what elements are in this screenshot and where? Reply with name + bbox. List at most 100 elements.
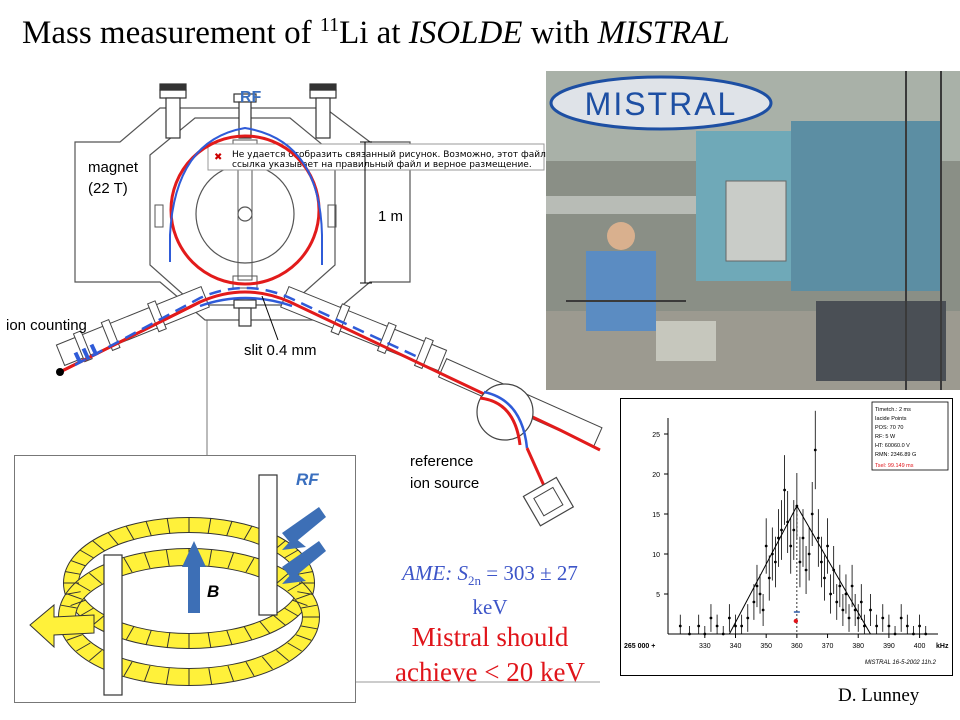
coil-segment: [261, 656, 273, 670]
rf-coil-inset: RF B: [14, 455, 356, 703]
data-point: [767, 576, 771, 580]
coil-segment: [92, 540, 106, 552]
ion-source-label: ion source: [410, 475, 479, 492]
coil-segment: [145, 629, 152, 646]
data-point: [789, 544, 793, 548]
centroid-marker: [793, 618, 799, 624]
data-point: [727, 616, 731, 620]
coil-segment: [301, 604, 318, 609]
info-line: Timetch.: 2 ms: [875, 407, 911, 413]
data-point: [823, 576, 826, 580]
coil-segment: [292, 599, 308, 607]
data-point: [875, 624, 879, 628]
data-point: [912, 632, 915, 636]
coil-segment: [166, 517, 171, 534]
coil-segment: [66, 634, 83, 641]
coil-segment: [227, 665, 234, 682]
data-point: [899, 616, 903, 620]
coil-segment: [208, 549, 213, 566]
spectrometer-diagram: ✖ Не удается отобразить связанный рисуно…: [6, 83, 620, 700]
y-tick-label: 10: [652, 552, 660, 559]
coil-segment: [226, 520, 233, 537]
data-point: [835, 600, 839, 604]
data-point: [807, 552, 811, 556]
coil-segment: [64, 571, 81, 575]
coil-segment: [207, 632, 212, 649]
data-point: [881, 616, 885, 620]
coil-segment: [145, 520, 152, 537]
coil-segment: [295, 593, 312, 600]
coil-segment: [297, 571, 314, 575]
x-tick-label: 370: [822, 643, 834, 650]
coil-segment: [295, 634, 312, 641]
data-point: [798, 560, 802, 564]
data-point: [887, 624, 891, 628]
coil-segment: [276, 572, 289, 584]
data-point: [792, 528, 796, 532]
conclusion-line-1: Mistral should: [411, 622, 569, 652]
data-point: [810, 512, 814, 516]
y-tick-label: 5: [656, 592, 660, 599]
ion-counting-label: ion counting: [6, 317, 87, 334]
data-point: [826, 544, 829, 548]
data-point: [740, 624, 744, 628]
coil-segment: [245, 661, 255, 677]
data-point: [838, 584, 842, 588]
coil-segment: [70, 559, 86, 567]
coil-segment: [166, 632, 171, 649]
coil-segment: [107, 532, 119, 546]
coil-segment: [259, 620, 271, 634]
data-point: [734, 624, 737, 628]
data-point: [869, 608, 872, 612]
data-point: [820, 560, 823, 564]
coil-segment: [227, 552, 234, 569]
info-line: Iacide Points: [875, 416, 907, 422]
x-tick-label: 330: [699, 643, 711, 650]
x-tick-label: 360: [791, 643, 803, 650]
data-point: [856, 616, 860, 620]
y-tick-label: 25: [652, 432, 660, 439]
coil-segment: [287, 582, 302, 592]
coil-segment: [208, 668, 213, 685]
coil-segment: [144, 665, 151, 682]
data-point: [816, 536, 820, 540]
coil-segment: [287, 642, 302, 652]
coil-segment: [79, 607, 94, 617]
data-point: [847, 616, 851, 620]
magnetic-field-label: B: [207, 582, 219, 601]
slide-title: Mass measurement of 11Li at ISOLDE with …: [22, 14, 730, 51]
data-point: [905, 624, 909, 628]
chart-footer: MISTRAL 16-5-2002 11h.2: [865, 660, 937, 666]
rf-label-inset: RF: [296, 470, 319, 489]
info-red-line: Tsel: 99.149 ms: [875, 463, 914, 469]
coil-segment: [66, 593, 83, 600]
data-point: [703, 632, 707, 636]
conclusion-line-2: achieve < 20 keV: [395, 657, 585, 687]
x-unit-label: kHz: [936, 643, 949, 650]
svg-text:✖: ✖: [214, 152, 222, 163]
data-point: [813, 448, 817, 452]
y-tick-label: 20: [652, 472, 660, 479]
info-line: RF: 5 W: [875, 434, 896, 440]
data-point: [801, 536, 805, 540]
coil-segment: [245, 557, 255, 573]
coil-segment: [76, 582, 91, 592]
coil-segment: [301, 625, 318, 630]
broken-link-text-2: ссылка указывает на правильный файл и ве…: [232, 160, 532, 170]
data-point: [764, 544, 768, 548]
coil-segment: [79, 549, 94, 559]
data-point: [780, 528, 783, 532]
broken-link-text: Не удается отобразить связанный рисунок.…: [232, 150, 620, 160]
coil-segment: [284, 549, 299, 559]
data-point: [829, 592, 833, 596]
x-tick-label: 340: [730, 643, 742, 650]
info-line: POS: 70 70: [875, 425, 903, 431]
coil-segment: [123, 557, 133, 573]
data-point: [804, 568, 808, 572]
coil-segment: [276, 650, 289, 662]
coil-segment: [243, 525, 253, 540]
coil-segment: [226, 629, 233, 646]
coil-segment: [76, 642, 91, 652]
coil-segment: [89, 650, 102, 662]
data-point: [688, 632, 691, 636]
